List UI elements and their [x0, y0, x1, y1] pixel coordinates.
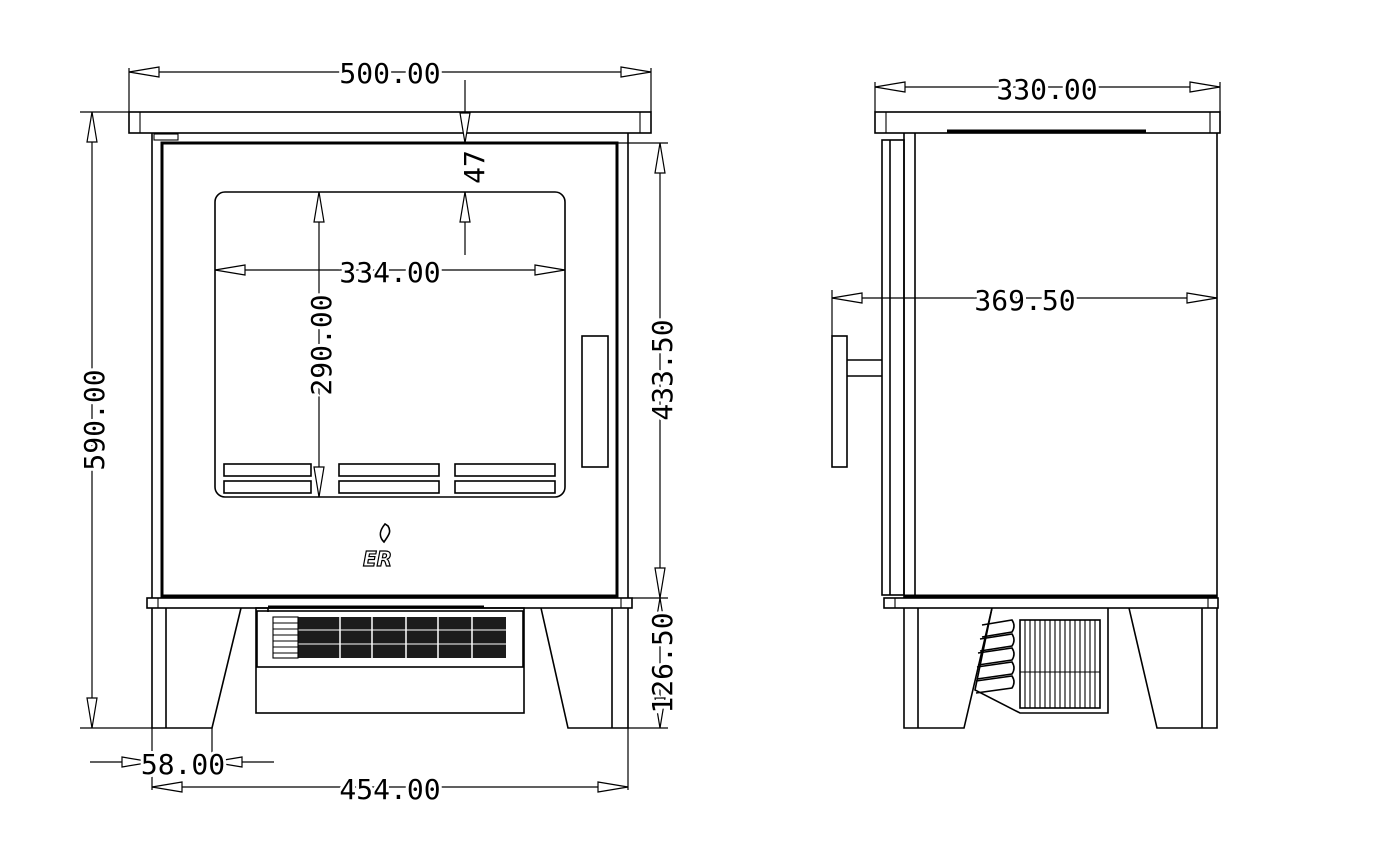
front-door-handle	[581, 335, 609, 468]
dim-base-width: 454.00	[339, 773, 440, 806]
side-dimensions: 330.00 369.50	[831, 70, 1221, 336]
window-grille	[223, 463, 556, 494]
side-heater-vents	[975, 619, 1101, 709]
side-right-leg	[1128, 607, 1218, 729]
front-left-leg	[151, 607, 242, 729]
side-door-handle	[831, 335, 882, 468]
dim-front-top-width: 500.00	[339, 57, 440, 90]
dim-front-height: 590.00	[78, 369, 111, 470]
front-view: ER	[128, 111, 652, 729]
heater-panel	[256, 610, 524, 668]
front-door	[160, 141, 619, 598]
dim-leg-height: 126.50	[646, 612, 679, 713]
brand-logo: ER	[362, 522, 393, 572]
side-heater-housing	[974, 607, 1109, 714]
dim-door-top-offset: 47	[458, 150, 491, 184]
front-window	[214, 191, 566, 498]
dim-side-top-depth: 330.00	[996, 73, 1097, 106]
side-base-rail	[883, 597, 1219, 609]
front-right-leg	[540, 607, 629, 729]
side-view	[831, 111, 1221, 729]
dim-leg-width: 58.00	[141, 748, 225, 781]
side-top-slab	[874, 111, 1221, 134]
heater-vents	[272, 616, 506, 659]
side-left-leg	[903, 607, 993, 729]
side-door	[881, 139, 905, 596]
dim-side-depth-with-handle: 369.50	[974, 284, 1075, 317]
front-dimensions: 500.00 590.00 47 334.00 290.00 433.50	[75, 54, 682, 809]
front-top-slab	[128, 111, 652, 134]
dim-window-width: 334.00	[339, 256, 440, 289]
dim-body-height: 433.50	[646, 319, 679, 420]
dim-window-height: 290.00	[305, 294, 338, 395]
brand-logo-text: ER	[363, 547, 392, 571]
